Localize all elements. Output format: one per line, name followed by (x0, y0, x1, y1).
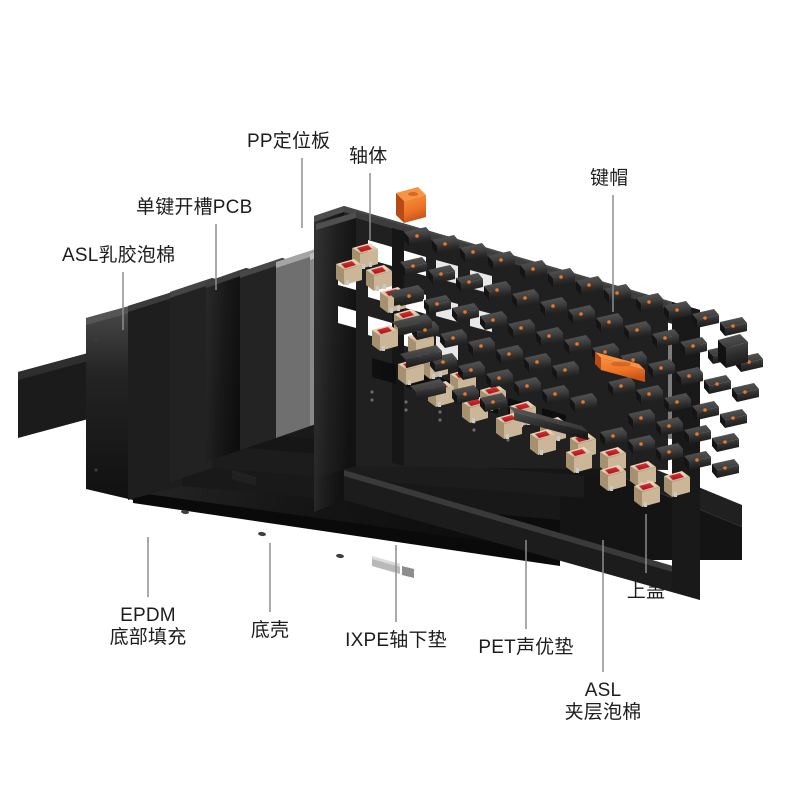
callout-bottom-case: 底壳 (250, 620, 290, 641)
keycap-layer (388, 187, 763, 478)
callout-single-key-slotted-pcb: 单键开槽PCB (136, 197, 253, 218)
accent-keycap-esc (396, 187, 426, 223)
callout-asl-interlayer-foam: ASL 夹层泡棉 (564, 680, 642, 724)
callout-pet-sound-pad: PET声优垫 (478, 637, 574, 658)
callout-keycap: 键帽 (590, 168, 629, 189)
callout-epdm-bottom-filler: EPDM 底部填充 (109, 605, 187, 649)
keycap-modifier (388, 285, 446, 400)
keycap-legend (407, 234, 751, 470)
callout-top-cover: 上盖 (626, 581, 666, 602)
callout-asl-latex-foam: ASL乳胶泡棉 (62, 245, 176, 266)
accent-keycap-enter (595, 352, 645, 382)
leader-lines (122, 158, 647, 672)
callout-switch: 轴体 (349, 146, 388, 167)
callout-ixpe-switch-pad: IXPE轴下垫 (345, 630, 447, 651)
floating-keycap (718, 334, 748, 368)
callout-pp-positioning-plate: PP定位板 (247, 131, 331, 152)
keycap-row (452, 385, 739, 478)
